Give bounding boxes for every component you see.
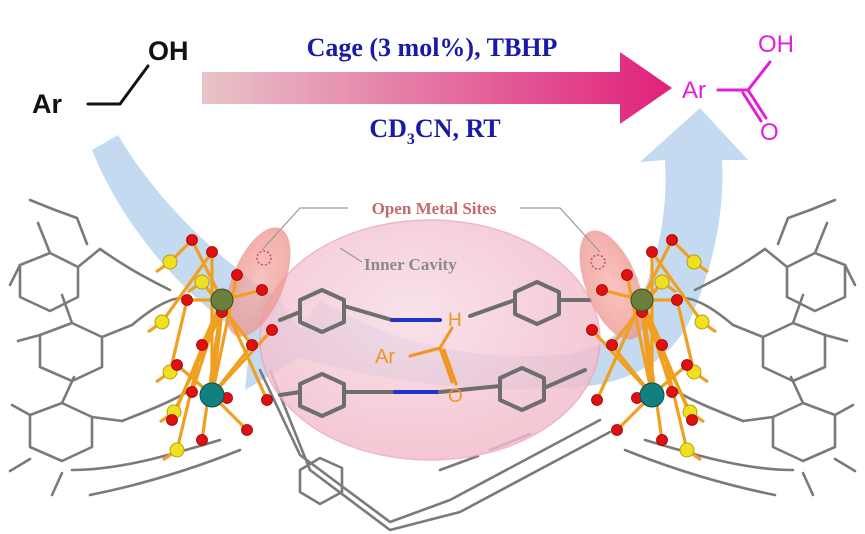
sulfur-oxygen-bond [168, 299, 189, 373]
sulfur-oxygen-bond [675, 299, 696, 373]
open-metal-sites-leader-right [520, 207, 601, 253]
reactant-bonds [86, 64, 150, 106]
sulfur-oxygen-bond [160, 251, 214, 323]
oxygen-atom [241, 424, 253, 436]
metal-oxygen-bond [210, 328, 274, 397]
sulfur-atom [154, 314, 170, 330]
oxygen-atom [186, 234, 198, 246]
reactant-oh-label: OH [148, 36, 189, 66]
oxygen-atom [656, 434, 668, 446]
oxygen-atom [206, 246, 218, 258]
reaction-arrow [202, 52, 672, 124]
oxygen-atom [681, 359, 693, 371]
oxygen-atom [266, 324, 278, 336]
oxygen-atom [686, 414, 698, 426]
oxygen-atom [231, 269, 243, 281]
reaction-arrow-body [202, 52, 672, 124]
conditions-line-2: CD3CN, RT [369, 114, 500, 148]
aldehyde-bonds [408, 326, 458, 386]
sulfur-atom [694, 314, 710, 330]
product-carboxylic-acid: Ar OH O [682, 31, 794, 146]
product-ar-label: Ar [682, 77, 706, 104]
metal-oxygen-bond [625, 274, 654, 396]
metal-atom [199, 382, 225, 408]
oxygen-atom [246, 339, 258, 351]
conditions-line-1: Cage (3 mol%), TBHP [307, 33, 558, 62]
metal-oxygen-bond [590, 328, 654, 397]
oxygen-atom [611, 424, 623, 436]
inner-cavity-leader [339, 247, 363, 263]
product-bonds [716, 60, 772, 123]
oxygen-atom [261, 394, 273, 406]
open-metal-sites-label: Open Metal Sites [372, 199, 497, 218]
reaction-conditions: Cage (3 mol%), TBHP CD3CN, RT [307, 33, 558, 148]
aldehyde-ar-label: Ar [375, 346, 395, 368]
oxygen-atom [671, 294, 683, 306]
open-metal-atom [210, 288, 234, 312]
oxygen-atom [181, 294, 193, 306]
oxygen-atom [171, 359, 183, 371]
inner-cavity-label: Inner Cavity [364, 255, 457, 274]
reactant-benzyl-alcohol: Ar OH [32, 36, 189, 119]
sulfur-oxygen-bond [660, 344, 689, 451]
sulfur-atom [679, 442, 695, 458]
conditions-solvent-subscript: 3 [407, 131, 415, 148]
oxygen-atom [656, 339, 668, 351]
oxygen-atom [196, 434, 208, 446]
oxygen-atom [621, 269, 633, 281]
sulfur-atom [686, 254, 702, 270]
cage-framework [8, 198, 857, 532]
open-metal-site-right [579, 230, 645, 340]
sulfur-atom [654, 274, 670, 290]
cavity-ligand [278, 280, 592, 418]
oxygen-atom [646, 246, 658, 258]
oxygen-atom [606, 339, 618, 351]
product-o-label: O [760, 119, 779, 146]
annotation-lines [261, 207, 601, 263]
sulfur-atom [162, 254, 178, 270]
oxygen-atom [666, 386, 678, 398]
conditions-solvent-suffix: CN, RT [415, 114, 501, 143]
metal-atom [639, 382, 665, 408]
oxygen-atom [666, 234, 678, 246]
right-exit-arrow [560, 108, 748, 388]
aldehyde-o-label: O [448, 386, 463, 407]
oxygen-atom [256, 284, 268, 296]
sulfur-oxygen-bond [650, 251, 704, 323]
sulfur-atom [169, 442, 185, 458]
reactant-ar-label: Ar [32, 89, 62, 119]
open-metal-sites-leader-left [261, 207, 348, 251]
conditions-solvent-prefix: CD [369, 114, 407, 143]
sulfur-oxygen-bond [175, 344, 204, 451]
product-oh-label: OH [758, 31, 794, 58]
oxygen-atom [196, 339, 208, 351]
open-metal-site-left [225, 227, 291, 337]
oxygen-atom [586, 324, 598, 336]
sulfur-atom [194, 274, 210, 290]
oxygen-atom [591, 394, 603, 406]
aldehyde-h-label: H [448, 310, 462, 331]
metal-oxygen-bond [210, 274, 239, 396]
oxygen-atom [596, 284, 608, 296]
aldehyde-intermediate: Ar H O [375, 310, 463, 407]
open-metal-atom [630, 288, 654, 312]
oxygen-atom [186, 386, 198, 398]
metal-cluster-right [586, 234, 717, 462]
oxygen-atom [166, 414, 178, 426]
metal-cluster-left [147, 234, 278, 462]
